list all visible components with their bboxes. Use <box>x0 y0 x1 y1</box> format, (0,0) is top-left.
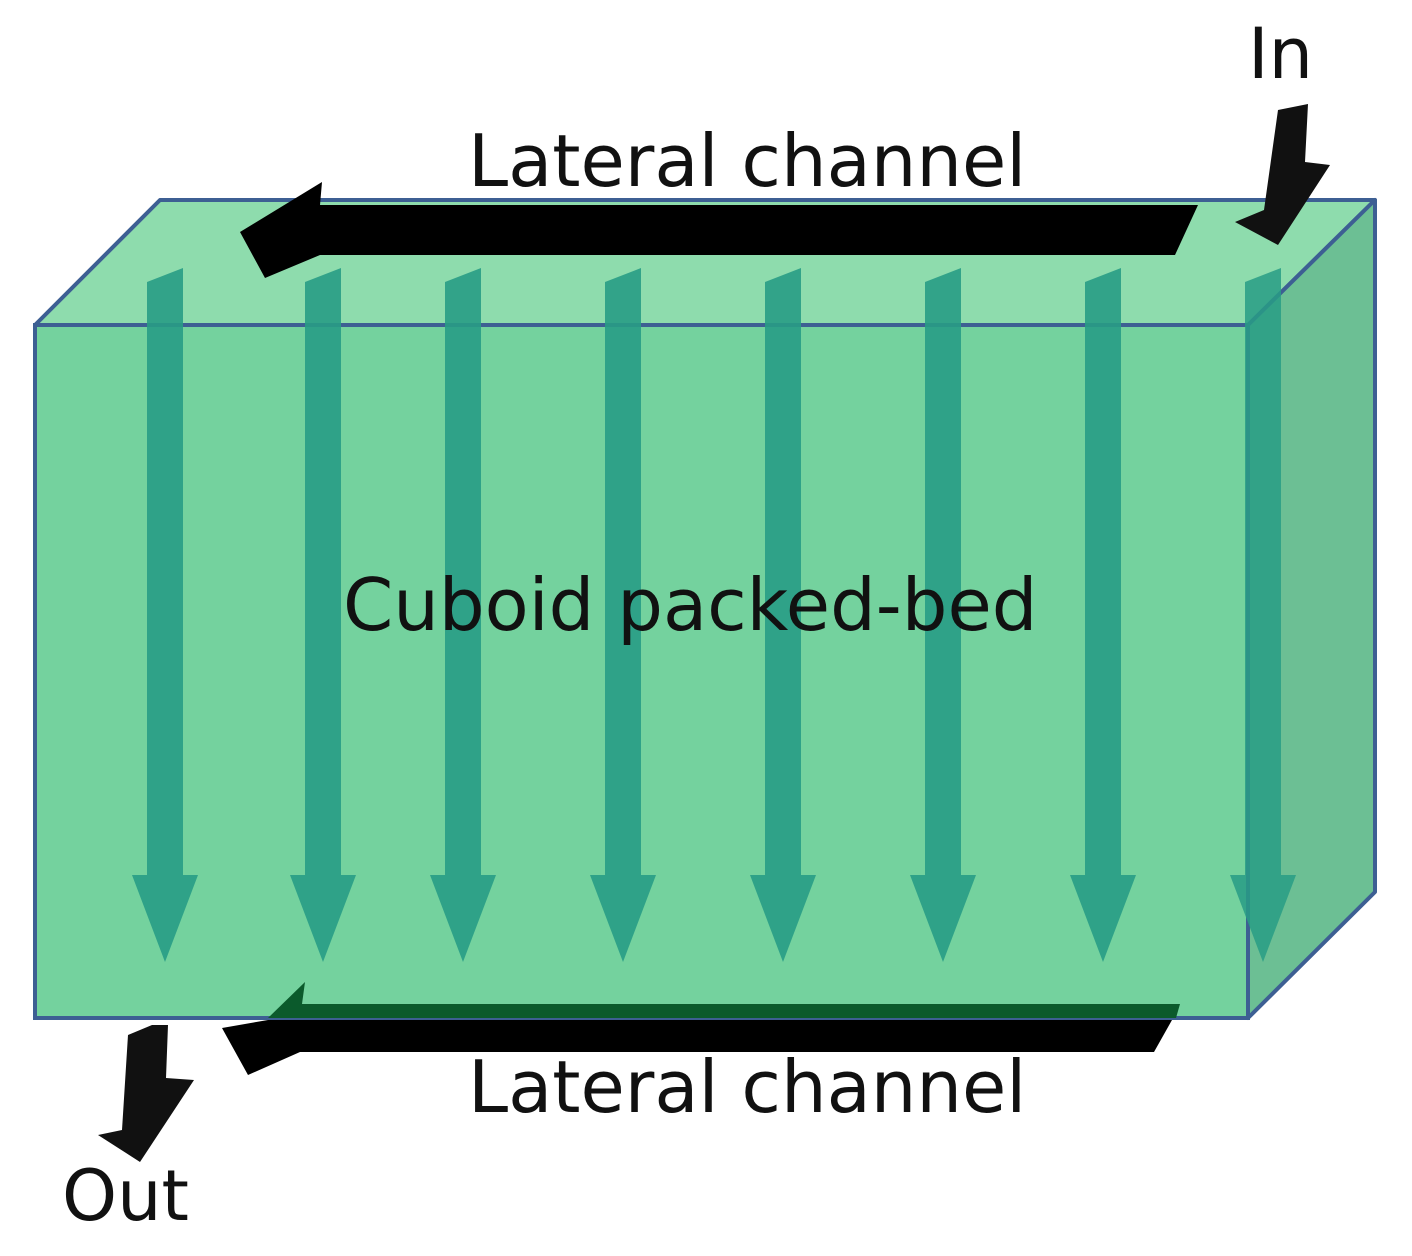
cuboid-front-face <box>33 323 1250 1020</box>
bottom-lateral-channel-arrow <box>222 1020 1172 1075</box>
flow-arrows-group <box>132 268 1296 962</box>
flow-arrow-2 <box>290 268 356 962</box>
top-lateral-channel-label: Lateral channel <box>468 119 1026 203</box>
bottom-lateral-channel-accent <box>268 982 1180 1018</box>
flow-arrow-8 <box>1230 268 1296 962</box>
flow-arrow-6 <box>910 268 976 962</box>
flow-arrow-7 <box>1070 268 1136 962</box>
outlet-label: Out <box>62 1155 189 1237</box>
inlet-label: In <box>1248 13 1313 95</box>
flow-arrow-3 <box>430 268 496 962</box>
bottom-lateral-channel-label: Lateral channel <box>468 1045 1026 1129</box>
flow-arrow-4 <box>590 268 656 962</box>
outlet-arrow <box>98 1025 194 1162</box>
flow-arrow-5 <box>750 268 816 962</box>
inlet-arrow <box>1235 104 1330 245</box>
bed-label: Cuboid packed-bed <box>343 563 1037 647</box>
flow-arrow-1 <box>132 268 198 962</box>
top-lateral-channel-arrow <box>240 182 1198 278</box>
